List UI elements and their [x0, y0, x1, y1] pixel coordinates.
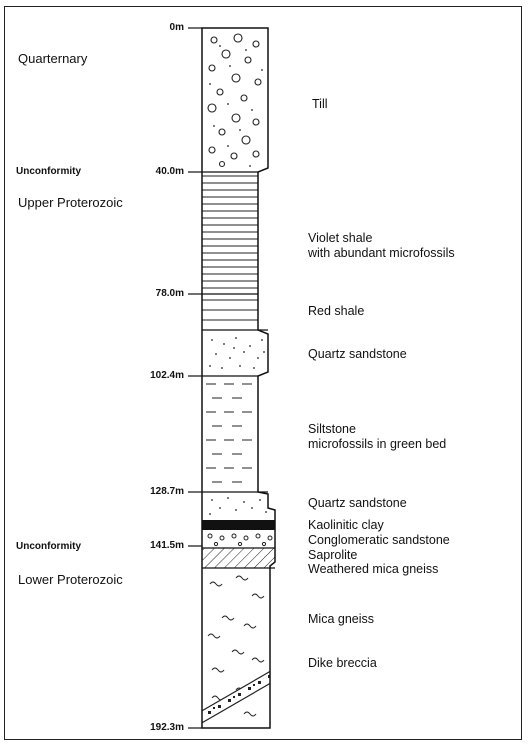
depth-label: 128.7m	[114, 486, 184, 497]
conglomeratic-sandstone-unit	[208, 534, 272, 546]
lithology-label-quartz-sandstone-upper: Quartz sandstone	[308, 348, 407, 362]
saprolite-unit	[200, 548, 280, 568]
lithology-label-kaolinitic-clay: Kaolinitic clay	[308, 519, 384, 533]
unit-boundaries	[202, 172, 275, 568]
lithology-label-till: Till	[312, 98, 328, 112]
depth-label: 141.5m	[114, 540, 184, 551]
lithology-label-quartz-sandstone-lower: Quartz sandstone	[308, 497, 407, 511]
lithology-label-mica-gneiss: Mica gneiss	[308, 613, 374, 627]
lithology-label-siltstone-note: microfossils in green bed	[308, 438, 446, 452]
lithology-label-conglomeratic-sandstone: Conglomeratic sandstone	[308, 534, 450, 548]
unconformity-label-lower: Unconformity	[16, 541, 81, 552]
depth-label: 78.0m	[114, 288, 184, 299]
quartz-sandstone-upper-unit	[209, 337, 265, 369]
lithology-label-violet-shale-note: with abundant microfossils	[308, 247, 455, 261]
violet-shale-unit	[200, 176, 270, 288]
column-outline	[202, 28, 275, 728]
siltstone-unit	[206, 384, 252, 482]
lithology-label-dike-breccia: Dike breccia	[308, 657, 377, 671]
depth-label: 40.0m	[114, 166, 184, 177]
quartz-sandstone-lower-unit	[209, 497, 267, 515]
depth-label: 192.3m	[114, 722, 184, 733]
kaolinitic-clay-unit	[200, 520, 280, 530]
lithology-label-red-shale: Red shale	[308, 305, 364, 319]
unconformity-label-upper: Unconformity	[16, 166, 81, 177]
age-label-quaternary: Quarternary	[18, 52, 87, 66]
till-unit	[208, 34, 261, 167]
dike-breccia-unit	[200, 668, 276, 724]
lithology-label-weathered-mica-gneiss: Weathered mica gneiss	[308, 563, 438, 577]
lithology-label-siltstone: Siltstone	[308, 423, 356, 437]
depth-label: 102.4m	[114, 370, 184, 381]
age-label-upper-proterozoic: Upper Proterozoic	[18, 196, 123, 210]
age-label-lower-proterozoic: Lower Proterozoic	[18, 573, 123, 587]
lithology-label-violet-shale: Violet shale	[308, 232, 372, 246]
depth-label: 0m	[114, 22, 184, 33]
depth-ticks	[188, 28, 202, 728]
lithology-label-saprolite: Saprolite	[308, 549, 357, 563]
red-shale-unit	[200, 300, 270, 320]
